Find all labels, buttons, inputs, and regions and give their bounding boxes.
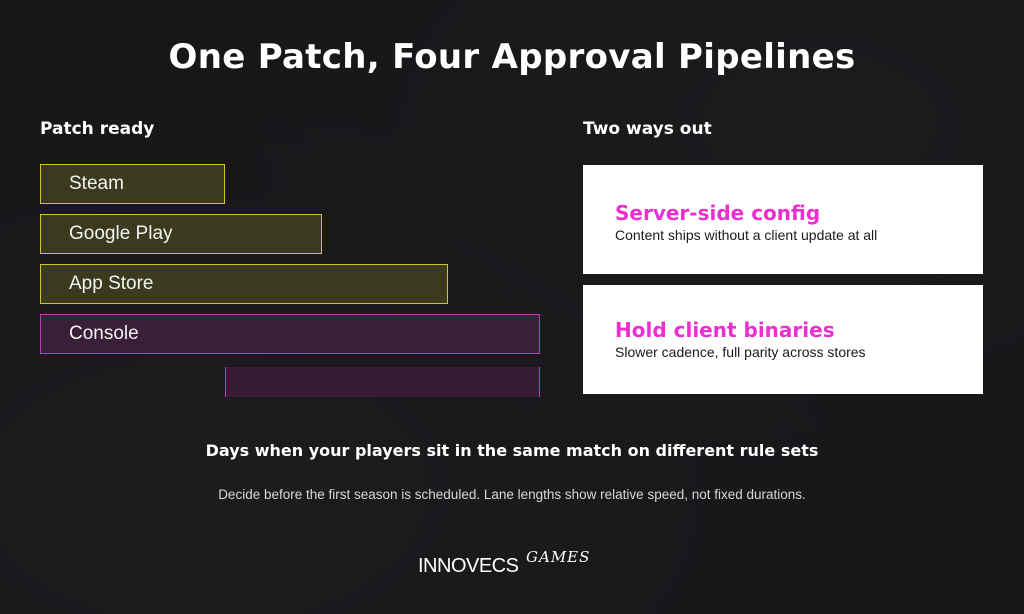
two-ways-out-label: Two ways out: [583, 119, 712, 139]
divergence-window-bar: [225, 367, 540, 397]
patch-ready-label: Patch ready: [40, 119, 155, 139]
lane-google-play: Google Play: [40, 214, 322, 254]
option-card-server-side-config: Server-side config Content ships without…: [583, 165, 983, 274]
option-description: Content ships without a client update at…: [615, 227, 878, 243]
divergence-caption: Days when your players sit in the same m…: [205, 441, 819, 460]
approval-lanes: Steam Google Play App Store Console: [40, 164, 540, 404]
page-title: One Patch, Four Approval Pipelines: [168, 37, 856, 77]
logo-wordmark: INNOVECS: [418, 555, 519, 577]
lane-app-store: App Store: [40, 264, 448, 304]
lane-label: Steam: [69, 173, 124, 194]
lane-label: Google Play: [69, 223, 173, 244]
lane-label: Console: [69, 323, 139, 344]
footnote: Decide before the first season is schedu…: [218, 487, 806, 502]
lane-steam: Steam: [40, 164, 225, 204]
option-title: Hold client binaries: [615, 318, 835, 342]
option-description: Slower cadence, full parity across store…: [615, 344, 866, 360]
lane-console: Console: [40, 314, 540, 354]
option-title: Server-side config: [615, 201, 821, 225]
logo-script-text: GAMES: [526, 548, 591, 566]
option-card-hold-client-binaries: Hold client binaries Slower cadence, ful…: [583, 285, 983, 394]
innovecs-games-logo: INNOVECS GAMES: [418, 548, 618, 578]
lane-label: App Store: [69, 273, 154, 294]
